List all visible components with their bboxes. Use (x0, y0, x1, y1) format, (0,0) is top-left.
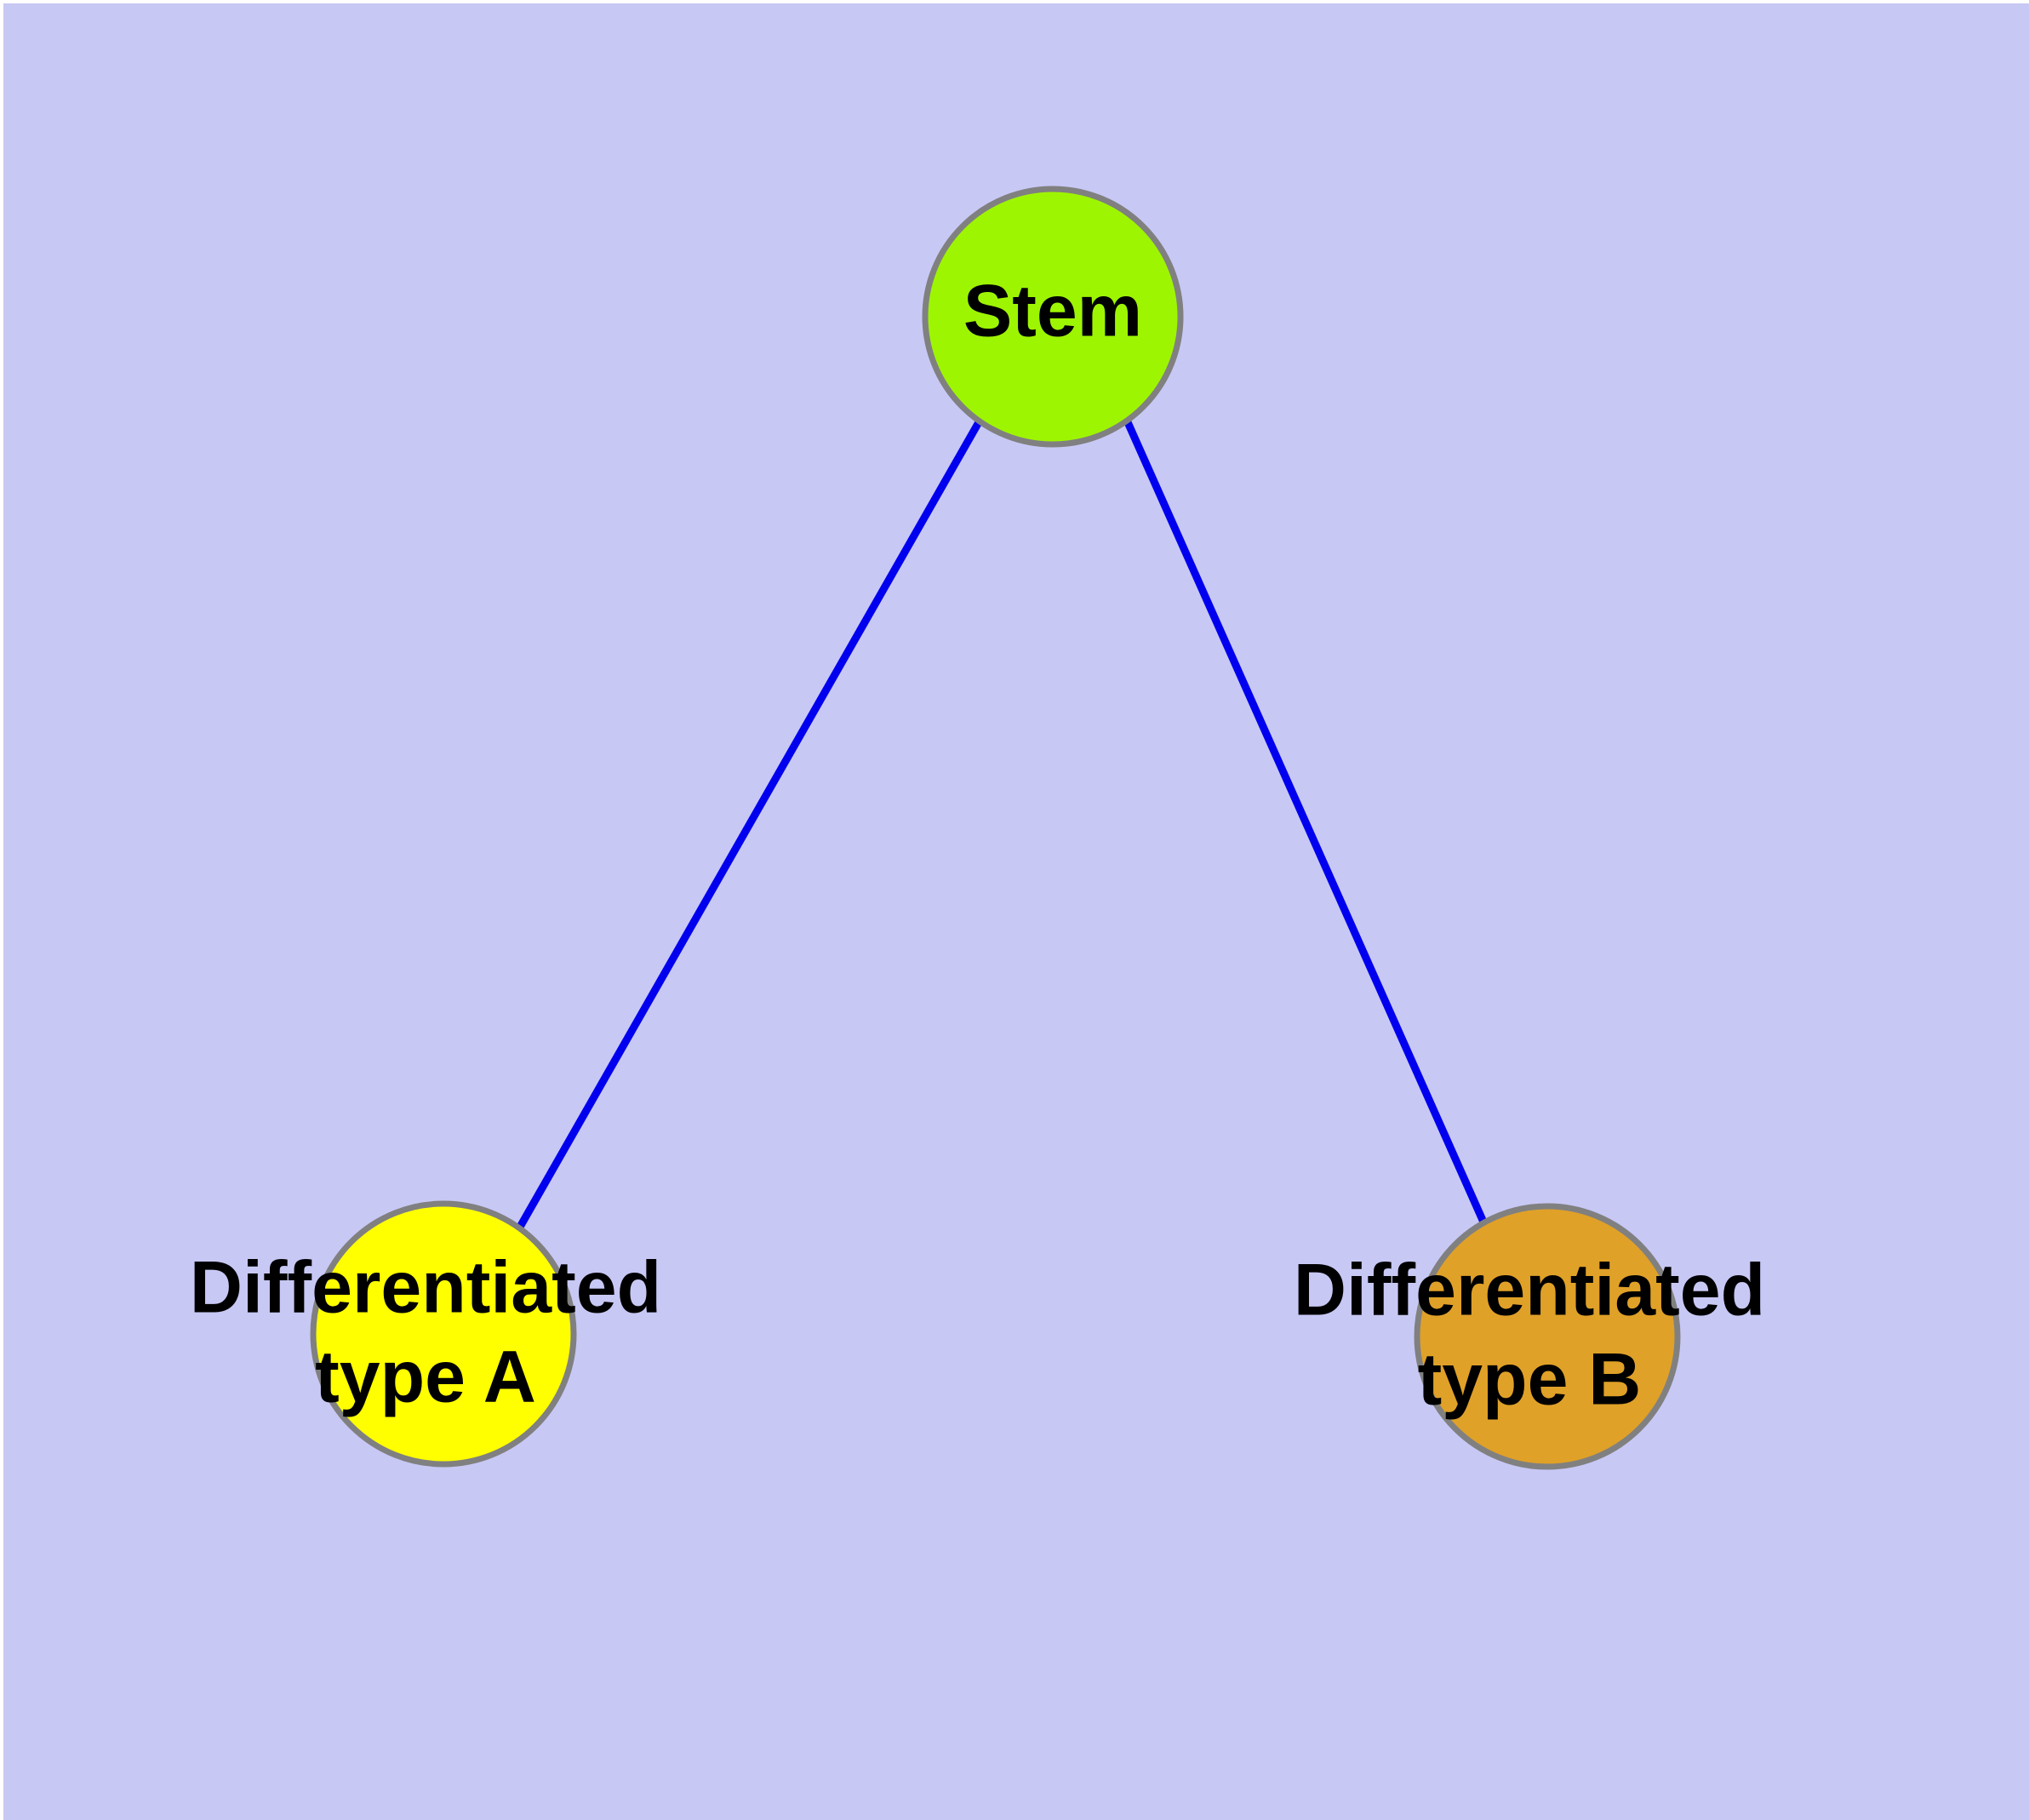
node-differentiated-type-a-circle[interactable] (310, 1200, 577, 1468)
node-stem[interactable]: Stem (922, 186, 1184, 448)
node-differentiated-type-b-label-line2: type B (1418, 1339, 1642, 1421)
node-differentiated-type-b-label-line1: Differentiated (1294, 1250, 1765, 1331)
node-differentiated-type-a[interactable]: Differentiated type A (190, 1200, 661, 1468)
node-differentiated-type-b[interactable]: Differentiated type B (1294, 1203, 1765, 1470)
node-stem-label: Stem (963, 271, 1142, 352)
node-differentiated-type-a-label-line1: Differentiated (190, 1247, 661, 1329)
node-layer: Stem Differentiated type A Differentiate… (190, 186, 1765, 1470)
edge-layer (516, 420, 1489, 1231)
node-differentiated-type-a-label-line2: type A (315, 1336, 536, 1418)
node-stem-circle[interactable] (922, 186, 1184, 448)
node-differentiated-type-b-circle[interactable] (1414, 1203, 1681, 1470)
edge-stem-to-differentiated-b[interactable] (1123, 421, 1489, 1228)
edge-stem-to-differentiated-a[interactable] (516, 420, 982, 1231)
